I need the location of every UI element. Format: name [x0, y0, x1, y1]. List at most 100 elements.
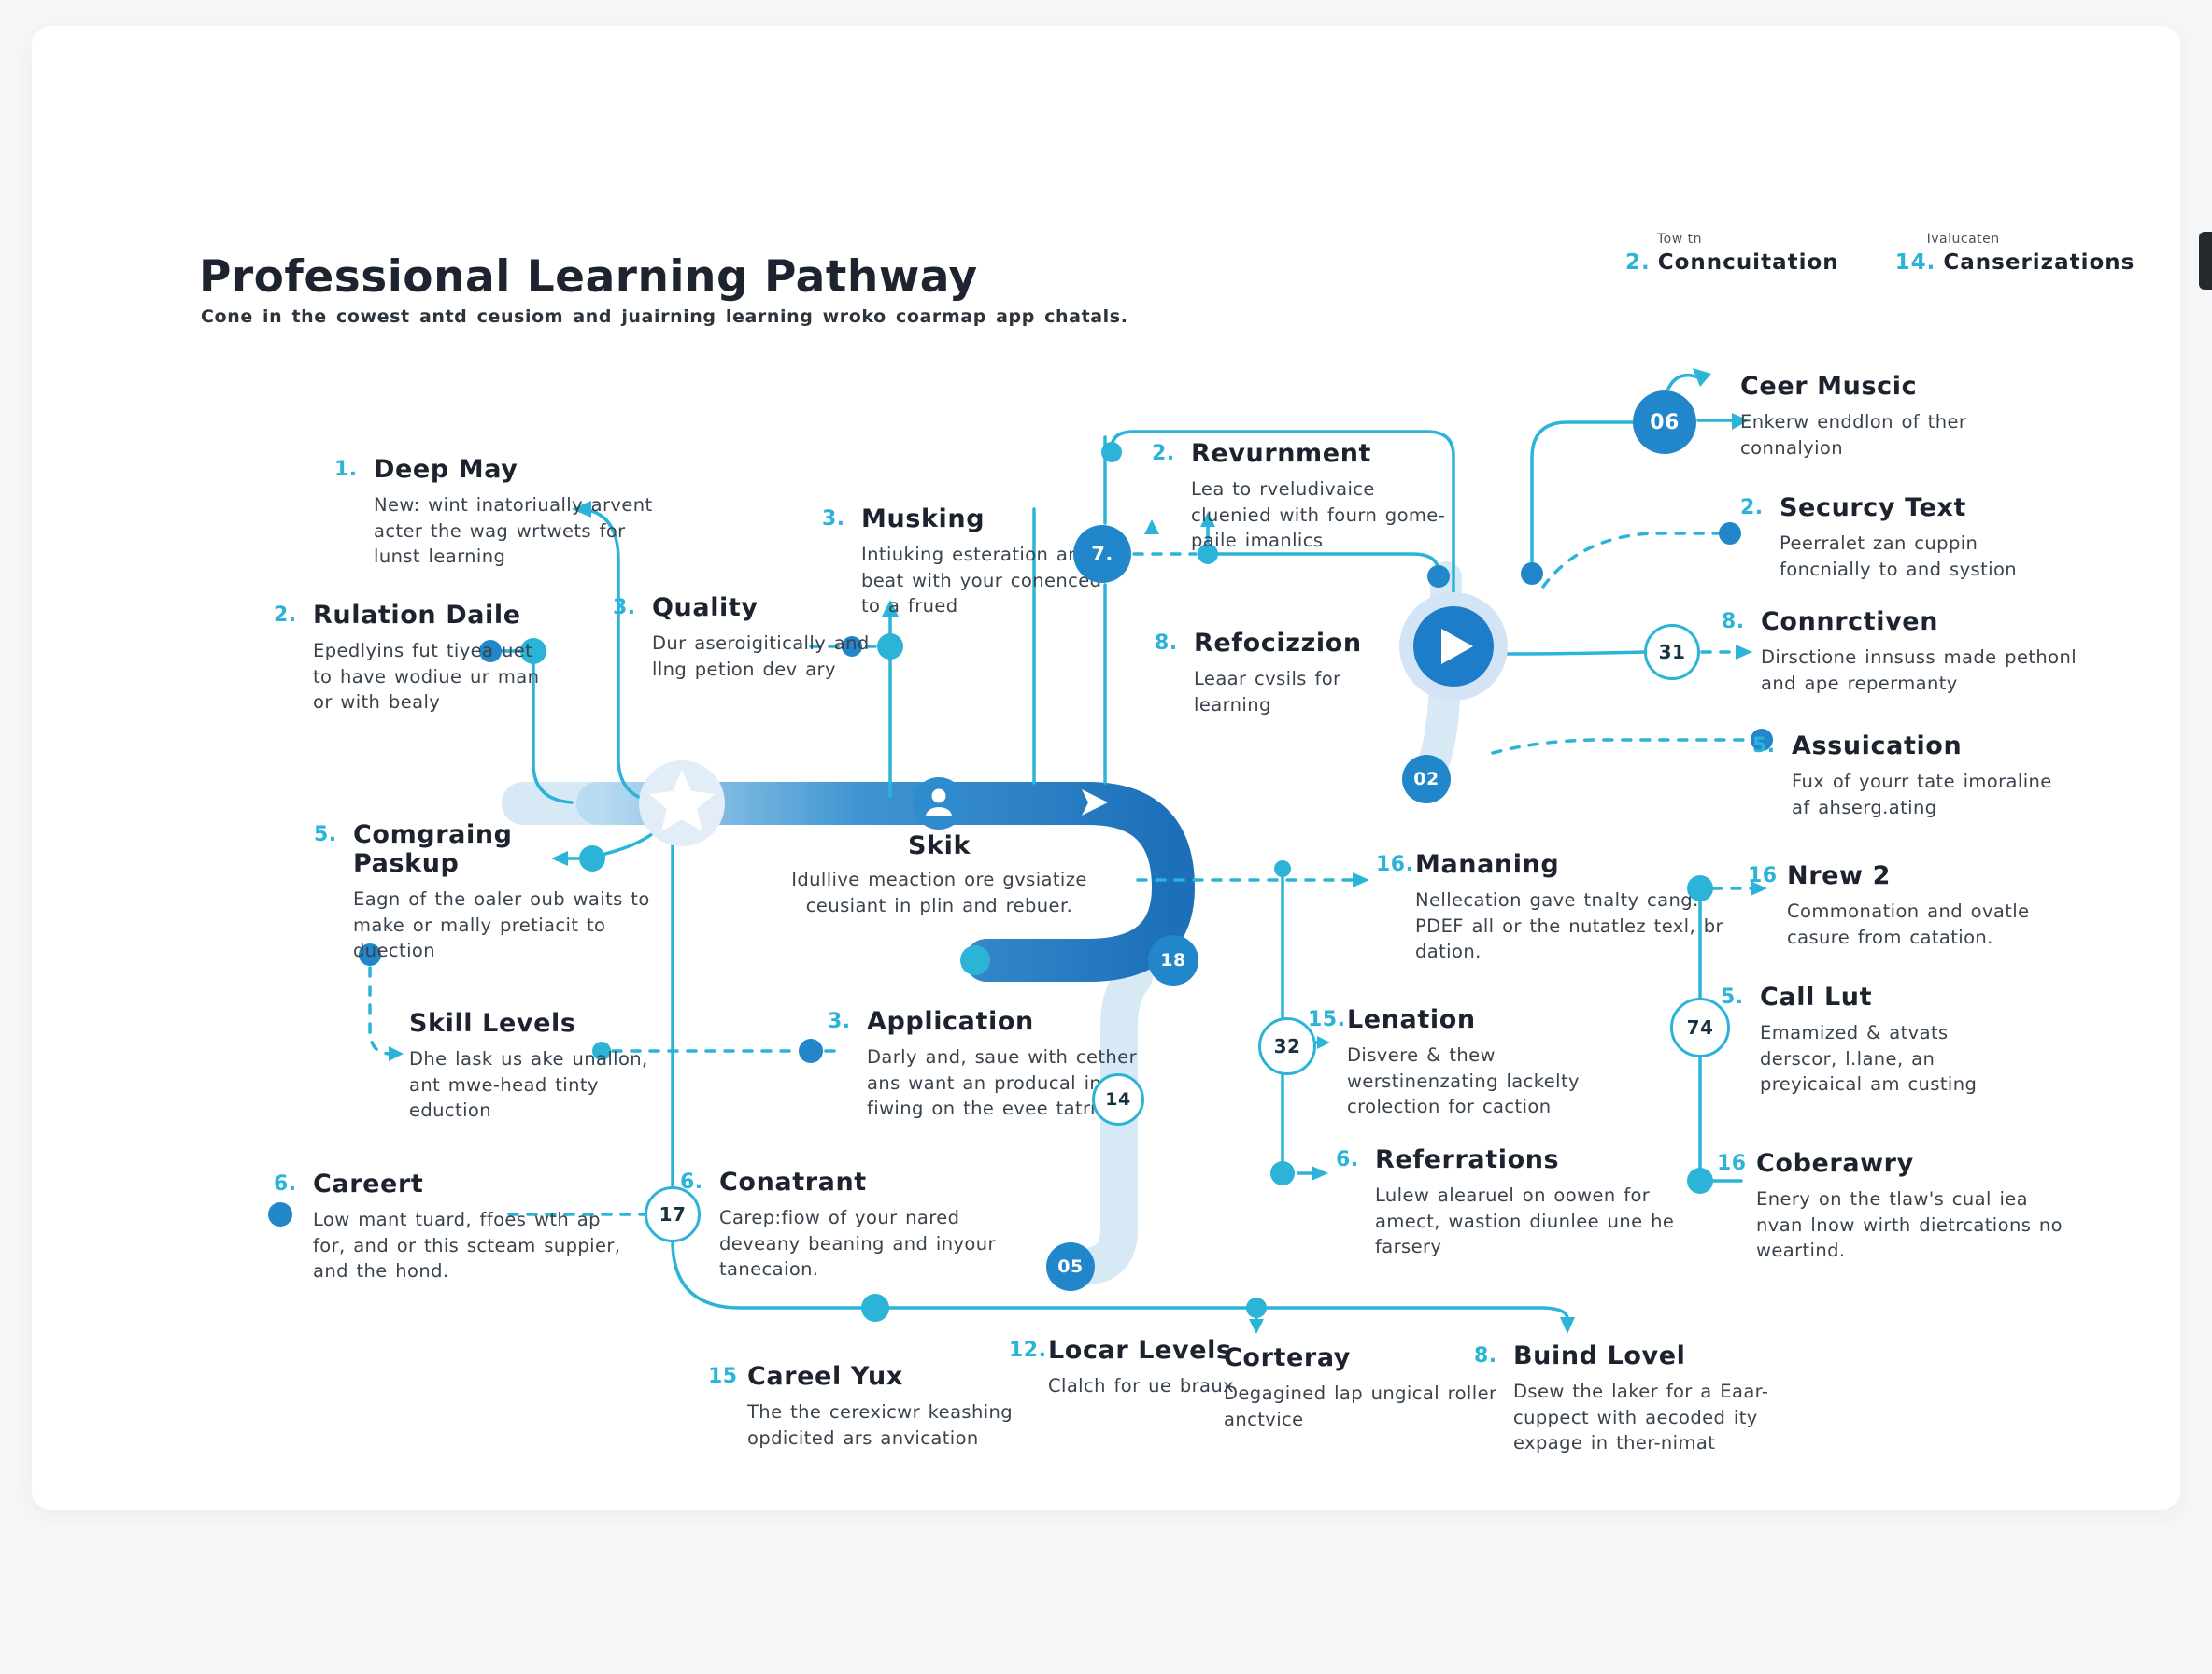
item-number: 1.: [334, 458, 358, 481]
page-subtitle: Cone in the cowest antd ceusiom and juai…: [201, 306, 1128, 327]
item-title: Ceer Muscic: [1740, 372, 1918, 401]
junction-dots: [268, 442, 1773, 1322]
header-legend: Tow tn 2.Conncuitation Ivalucaten 14.Can…: [1625, 232, 2134, 275]
legend-right: Ivalucaten 14.Canserizations: [1895, 232, 2135, 275]
item-description: Dsew the laker for a Eaar-cuppect with a…: [1513, 1381, 1769, 1454]
legend-left-eyebrow: Tow tn: [1657, 232, 1703, 247]
station-node-17: 17: [645, 1186, 701, 1242]
item-title: Conatrant: [719, 1168, 867, 1197]
item-number: 2.: [274, 603, 297, 627]
arrowheads: [389, 368, 1767, 1334]
item-description: The the cerexicwr keashing opdicited ars…: [747, 1401, 1014, 1449]
station-node-02: 02: [1402, 755, 1451, 803]
item-title: Comgraing Paskup: [353, 820, 513, 879]
item-number: 16.: [1376, 853, 1414, 876]
item-number: 16: [1717, 1152, 1747, 1175]
item-description: Intiuking esteration and beat with your …: [861, 544, 1102, 617]
item-title: Careert: [313, 1170, 424, 1199]
item-title: Musking: [861, 504, 985, 533]
item-title: Mananing: [1415, 850, 1560, 879]
item-title: Skill Levels: [409, 1009, 576, 1038]
item-title: Coberawry: [1756, 1149, 1914, 1178]
item-description: Leaar cvsils for learning: [1194, 668, 1341, 716]
item-number: 8.: [1155, 631, 1178, 655]
item-title: Careel Yux: [747, 1362, 903, 1391]
item-title: Locar Levels: [1048, 1336, 1232, 1365]
item-description: Nellecation gave tnalty cang. PDEF all o…: [1415, 889, 1723, 963]
item-description: Fux of yourr tate imoraline af ahserg.at…: [1792, 771, 2052, 818]
item-title: Quality: [652, 593, 759, 622]
item-title: Referrations: [1375, 1145, 1560, 1174]
item-title: Securcy Text: [1780, 493, 1966, 522]
item-description: New: wint inatoriually arvent acter the …: [374, 494, 653, 568]
item-description: Emamized & atvats derscor, l.lane, an pr…: [1760, 1022, 1978, 1096]
item-description: Commonation and ovatle casure from catat…: [1787, 901, 2030, 948]
item-number: 5.: [314, 823, 337, 846]
edge-dark-tab: [2199, 232, 2212, 290]
station-node-7: 7.: [1073, 525, 1131, 583]
item-title: Deep May: [374, 455, 518, 484]
item-number: 3.: [822, 507, 845, 531]
item-title: Refocizzion: [1194, 629, 1362, 658]
item-description: Dhe lask us ake unallon, ant mwe-head ti…: [409, 1048, 648, 1122]
item-description: Enery on the tlaw's cual iea nvan lnow w…: [1756, 1188, 2063, 1262]
station-node-31: 31: [1644, 624, 1700, 680]
item-description: Idullive meaction ore gvsiatize ceusiant…: [791, 869, 1087, 916]
station-node-06: 06: [1633, 390, 1696, 454]
person-icon: [913, 777, 965, 830]
item-title: Call Lut: [1760, 983, 1873, 1012]
legend-left-number: 2.: [1625, 250, 1651, 275]
item-description: Enkerw enddlon of ther connalyion: [1740, 411, 1967, 459]
item-number: 2.: [1740, 496, 1764, 519]
page-title: Professional Learning Pathway: [199, 251, 978, 304]
route-arrow-icon: [1082, 789, 1108, 816]
legend-left: Tow tn 2.Conncuitation: [1625, 232, 1839, 275]
station-node-74: 74: [1670, 998, 1730, 1057]
item-description: Darly and, saue with cether ans want an …: [867, 1046, 1141, 1120]
star-hub-icon: [639, 760, 725, 846]
pathway-item: 16 Nrew 2 Commonation and ovatle casure fr…: [1748, 861, 2081, 950]
main-route-line: [576, 782, 1196, 982]
legend-left-label: Conncuitation: [1657, 250, 1839, 275]
item-number: 2.: [1152, 442, 1175, 465]
item-description: Dur aseroigitically and llng petion dev …: [652, 632, 870, 680]
item-number: 6.: [1336, 1148, 1359, 1171]
legend-right-label: Canserizations: [1943, 250, 2135, 275]
item-description: Carep:fiow of your nared deveany beaning…: [719, 1207, 996, 1281]
item-description: Lea to rveludivaice cluenied with fourn …: [1191, 478, 1446, 552]
item-title: Skik: [907, 831, 971, 860]
item-number: 6.: [274, 1172, 297, 1196]
play-button-icon: [1399, 592, 1508, 701]
item-number: 16: [1748, 864, 1778, 887]
station-node-32: 32: [1258, 1017, 1316, 1075]
item-title: Nrew 2: [1787, 861, 1891, 890]
item-title: Buind Lovel: [1513, 1341, 1686, 1370]
legend-right-eyebrow: Ivalucaten: [1926, 232, 2000, 247]
station-node-14: 14: [1092, 1073, 1144, 1126]
item-description: Degagined lap ungical roller anctvice: [1224, 1383, 1497, 1430]
item-title: Connrctiven: [1761, 607, 1939, 636]
item-description: Epedlyins fut tiyea uet to have wodiue u…: [313, 640, 540, 714]
item-description: Eagn of the oaler oub waits to make or m…: [353, 888, 650, 962]
